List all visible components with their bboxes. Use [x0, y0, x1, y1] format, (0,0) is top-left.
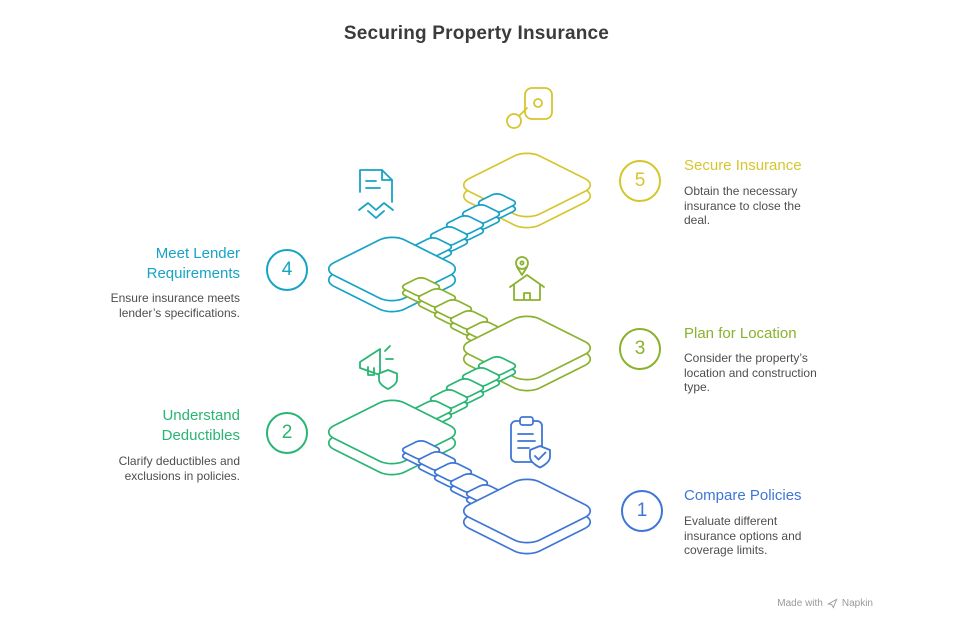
location-house-icon: [509, 256, 545, 301]
document-handshake-icon: [358, 169, 394, 219]
step-2-description: Clarify deductibles and exclusions in po…: [118, 454, 240, 483]
napkin-watermark[interactable]: Made with Napkin: [777, 598, 873, 609]
step-2-title: Understand Deductibles: [161, 407, 240, 444]
megaphone-shield-icon: [359, 345, 398, 390]
step-5-title: Secure Insurance: [684, 157, 802, 174]
step-3-description: Consider the property’s location and con…: [684, 351, 817, 395]
step-4-badge: 4: [266, 249, 308, 291]
watermark-brand: Napkin: [841, 598, 873, 609]
step-1-title: Compare Policies: [684, 487, 802, 504]
step-3-title: Plan for Location: [684, 325, 797, 342]
step-2-badge: 2: [266, 412, 308, 454]
step-5-description: Obtain the necessary insurance to close …: [684, 184, 801, 228]
step-4-title: Meet Lender Requirements: [146, 245, 240, 282]
key-icon: [506, 87, 553, 129]
step-1-badge: 1: [621, 490, 663, 532]
step-1-description: Evaluate different insurance options and…: [684, 514, 802, 558]
step-4-description: Ensure insurance meets lender’s specific…: [110, 291, 240, 320]
page-title: Securing Property Insurance: [343, 23, 610, 44]
clipboard-shield-icon: [510, 416, 551, 469]
step-3-badge: 3: [619, 328, 661, 370]
napkin-logo-icon: [826, 598, 838, 609]
step-5-badge: 5: [619, 160, 661, 202]
watermark-text: Made with: [777, 598, 823, 609]
